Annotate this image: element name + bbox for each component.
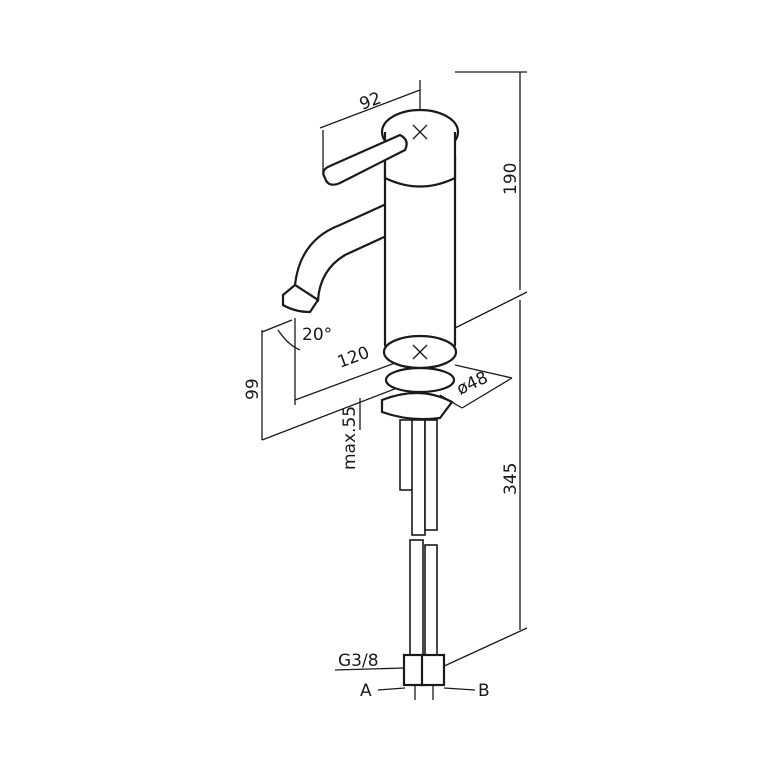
dim-body-height: 190: [501, 163, 521, 195]
dim-spout-reach: 120: [335, 343, 372, 373]
dim-handle-length: 92: [357, 89, 384, 115]
faucet-body: [281, 108, 460, 421]
dimension-lines: [261, 71, 528, 669]
label-b: B: [478, 681, 490, 701]
supply-hoses: [334, 419, 476, 700]
dim-spout-height: 99: [243, 378, 263, 400]
dim-max-deck-thickness: max.55: [340, 406, 360, 470]
dim-hose-length: 345: [501, 463, 521, 495]
dim-thread: G3/8: [338, 651, 379, 671]
label-a: A: [360, 681, 372, 701]
dim-spout-angle: 20°: [302, 325, 332, 345]
